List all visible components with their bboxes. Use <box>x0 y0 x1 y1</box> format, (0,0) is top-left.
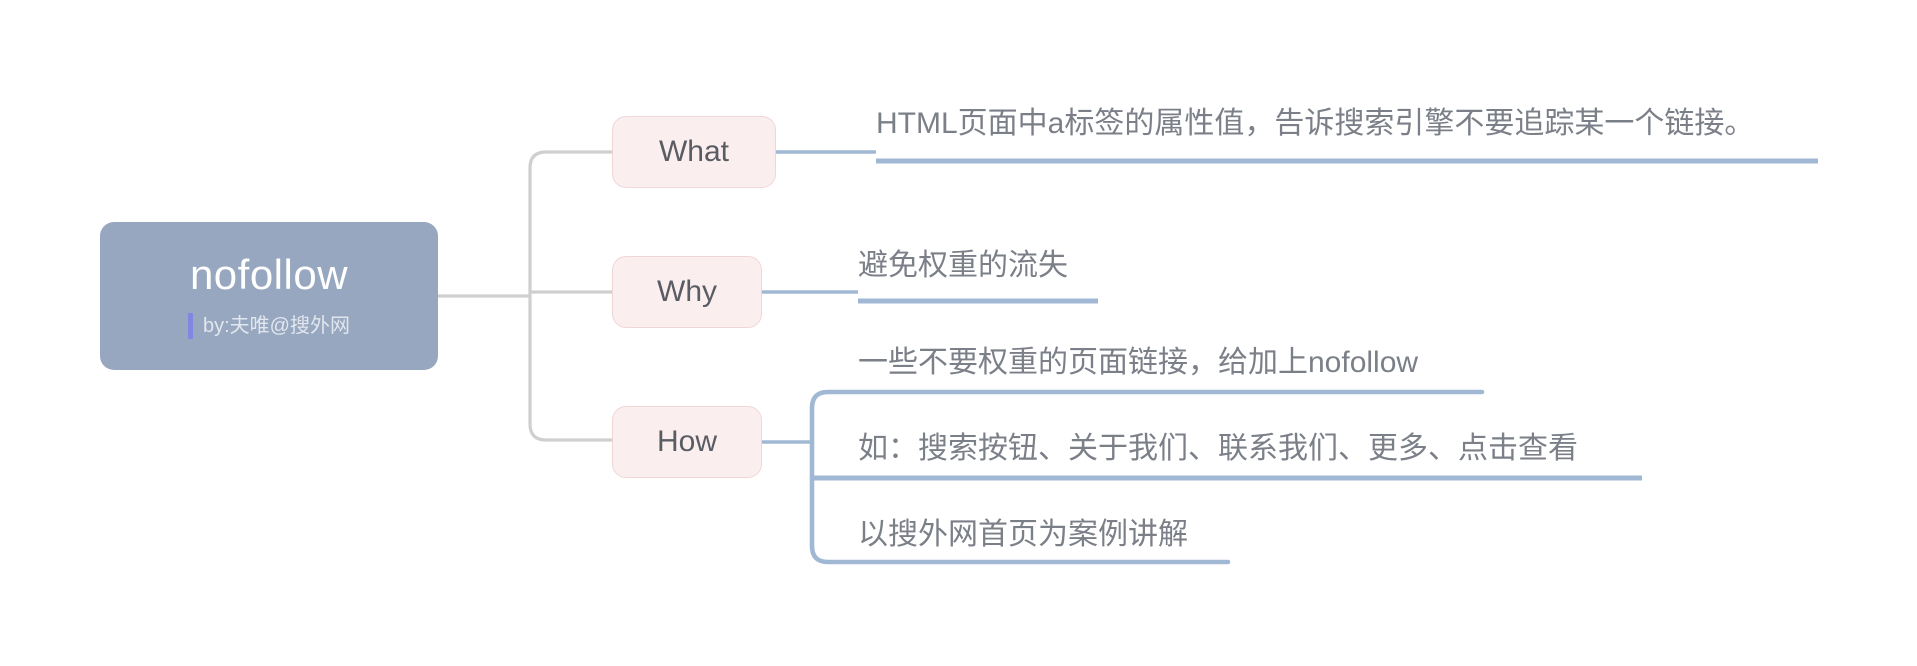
root-title: nofollow <box>189 250 349 298</box>
leaf-text-how-1: 一些不要权重的页面链接，给加上nofollow <box>858 346 1419 379</box>
leaf-text-why-1: 避免权重的流失 <box>858 249 1068 282</box>
branch-node-how[interactable]: How <box>612 406 762 478</box>
branch-label-why: Why <box>657 275 717 308</box>
branch-label-what: What <box>658 135 730 168</box>
accent-bar-icon <box>188 313 193 340</box>
branch-node-what[interactable]: What <box>612 116 776 188</box>
root-byline: by:夫唯@搜外网 <box>188 313 350 340</box>
branch-label-how: How <box>656 425 717 458</box>
branch-node-why[interactable]: Why <box>612 256 762 328</box>
leaf-text-how-3: 以搜外网首页为案例讲解 <box>858 518 1188 551</box>
root-byline-text: by:夫唯@搜外网 <box>203 315 350 338</box>
root-node[interactable]: nofollow by:夫唯@搜外网 <box>100 222 438 370</box>
leaf-text-how-2: 如：搜索按钮、关于我们、联系我们、更多、点击查看 <box>858 432 1578 465</box>
leaf-text-what-1: HTML页面中a标签的属性值，告诉搜索引擎不要追踪某一个链接。 <box>876 107 1755 140</box>
